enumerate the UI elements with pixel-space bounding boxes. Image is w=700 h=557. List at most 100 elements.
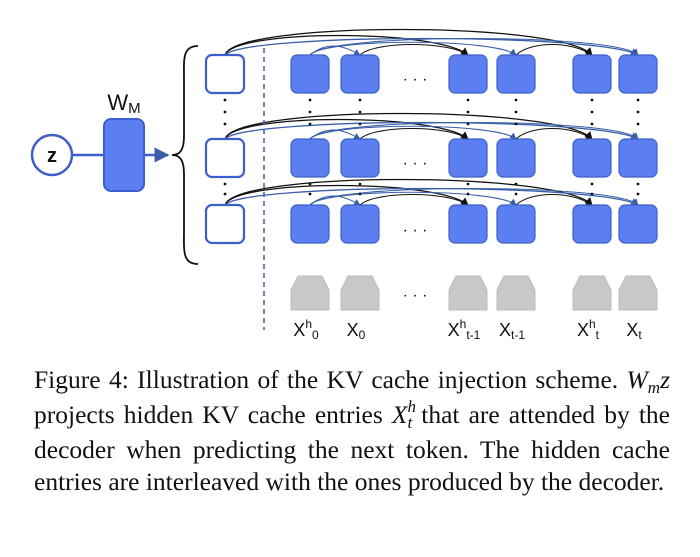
vertical-dot [223, 192, 227, 196]
attention-arc-blue [224, 37, 639, 56]
vertical-dot [308, 182, 312, 186]
vertical-dot [636, 192, 640, 196]
vertical-dot [358, 192, 362, 196]
hidden-cache-node [204, 203, 246, 245]
cache-node [340, 138, 380, 178]
vertical-dot [636, 98, 640, 102]
attention-arc-black [224, 184, 469, 206]
cache-node [448, 54, 488, 94]
attention-arc-black [515, 193, 593, 206]
input-token [572, 275, 612, 311]
cache-node [496, 54, 536, 94]
cache-node [496, 204, 536, 244]
cache-node [618, 54, 658, 94]
input-tokens [290, 275, 658, 311]
vertical-dot [514, 192, 518, 196]
cache-node [340, 54, 380, 94]
brace [171, 45, 199, 265]
attention-arc-blue [224, 187, 639, 206]
input-token [496, 275, 536, 311]
attention-arcs [224, 28, 639, 206]
hidden-cache-node [204, 137, 246, 179]
attention-arc-black [359, 44, 469, 56]
vertical-dot [466, 98, 470, 102]
cache-node [496, 138, 536, 178]
vertical-dot [223, 110, 227, 114]
vertical-dot [514, 182, 518, 186]
ellipsis-inputs: · · · [403, 287, 428, 304]
vertical-dot [590, 98, 594, 102]
cache-node [572, 54, 612, 94]
hidden-cache-node [204, 53, 246, 95]
vertical-dot [514, 122, 518, 126]
vertical-dot [590, 110, 594, 114]
cache-node [290, 138, 330, 178]
vertical-dot [590, 122, 594, 126]
token-label: Xt-1 [499, 320, 525, 342]
attention-arc-black [359, 128, 469, 140]
vertical-dot [466, 192, 470, 196]
vertical-dot [636, 182, 640, 186]
z-label: z [47, 145, 57, 167]
vertical-dot [308, 122, 312, 126]
attention-arc-black [224, 118, 469, 140]
vertical-dot [590, 192, 594, 196]
cache-node [340, 204, 380, 244]
token-labels: Xh0 X0 Xht-1 Xt-1 Xht Xt [293, 317, 642, 342]
attention-arc-black [224, 34, 469, 56]
ellipsis-row-1: · · · [403, 71, 428, 88]
cache-node [290, 204, 330, 244]
vertical-dot [308, 98, 312, 102]
vertical-dot [358, 110, 362, 114]
cache-node [572, 204, 612, 244]
cache-node [572, 138, 612, 178]
vertical-dot [358, 122, 362, 126]
ellipsis-row-3: · · · [403, 222, 428, 239]
vertical-dot [308, 110, 312, 114]
token-label: X0 [347, 320, 366, 342]
vertical-dot [358, 98, 362, 102]
attention-arc-blue [309, 37, 639, 56]
vertical-dot [358, 182, 362, 186]
ellipsis-row-2: · · · [403, 155, 428, 172]
vertical-dot [223, 122, 227, 126]
caption-xth: Xht [391, 397, 416, 432]
token-label: Xht-1 [448, 317, 481, 342]
cache-nodes [204, 53, 658, 245]
vertical-dot [223, 98, 227, 102]
attention-arc-black [515, 127, 593, 140]
attention-arc-black [359, 194, 469, 206]
attention-arc-blue [309, 187, 639, 206]
cache-node [448, 204, 488, 244]
token-label: Xh0 [293, 317, 319, 342]
cache-node [290, 54, 330, 94]
input-token [618, 275, 658, 311]
wm-block [103, 118, 145, 192]
vertical-dot [466, 122, 470, 126]
cache-node [618, 138, 658, 178]
attention-arc-blue [224, 121, 639, 140]
figure-caption: Figure 4: Illustration of the KV cache i… [34, 365, 671, 496]
attention-arc-black [515, 43, 593, 56]
cache-node [618, 204, 658, 244]
input-token [340, 275, 380, 311]
caption-label: Figure 4: [34, 365, 129, 394]
input-token [290, 275, 330, 311]
token-label: Xt [626, 320, 642, 342]
vertical-dot [590, 182, 594, 186]
vertical-dot [466, 110, 470, 114]
vertical-dot [514, 98, 518, 102]
input-token [448, 275, 488, 311]
token-label: Xht [577, 317, 600, 342]
attention-arc-blue [309, 121, 639, 140]
vertical-dot [636, 110, 640, 114]
vertical-dot [308, 192, 312, 196]
vertical-dot [514, 110, 518, 114]
vertical-dot [466, 182, 470, 186]
wm-label: WM [107, 90, 140, 117]
vertical-dot [636, 122, 640, 126]
vertical-dot [223, 182, 227, 186]
caption-wm: Wmz [626, 365, 671, 397]
cache-node [448, 138, 488, 178]
